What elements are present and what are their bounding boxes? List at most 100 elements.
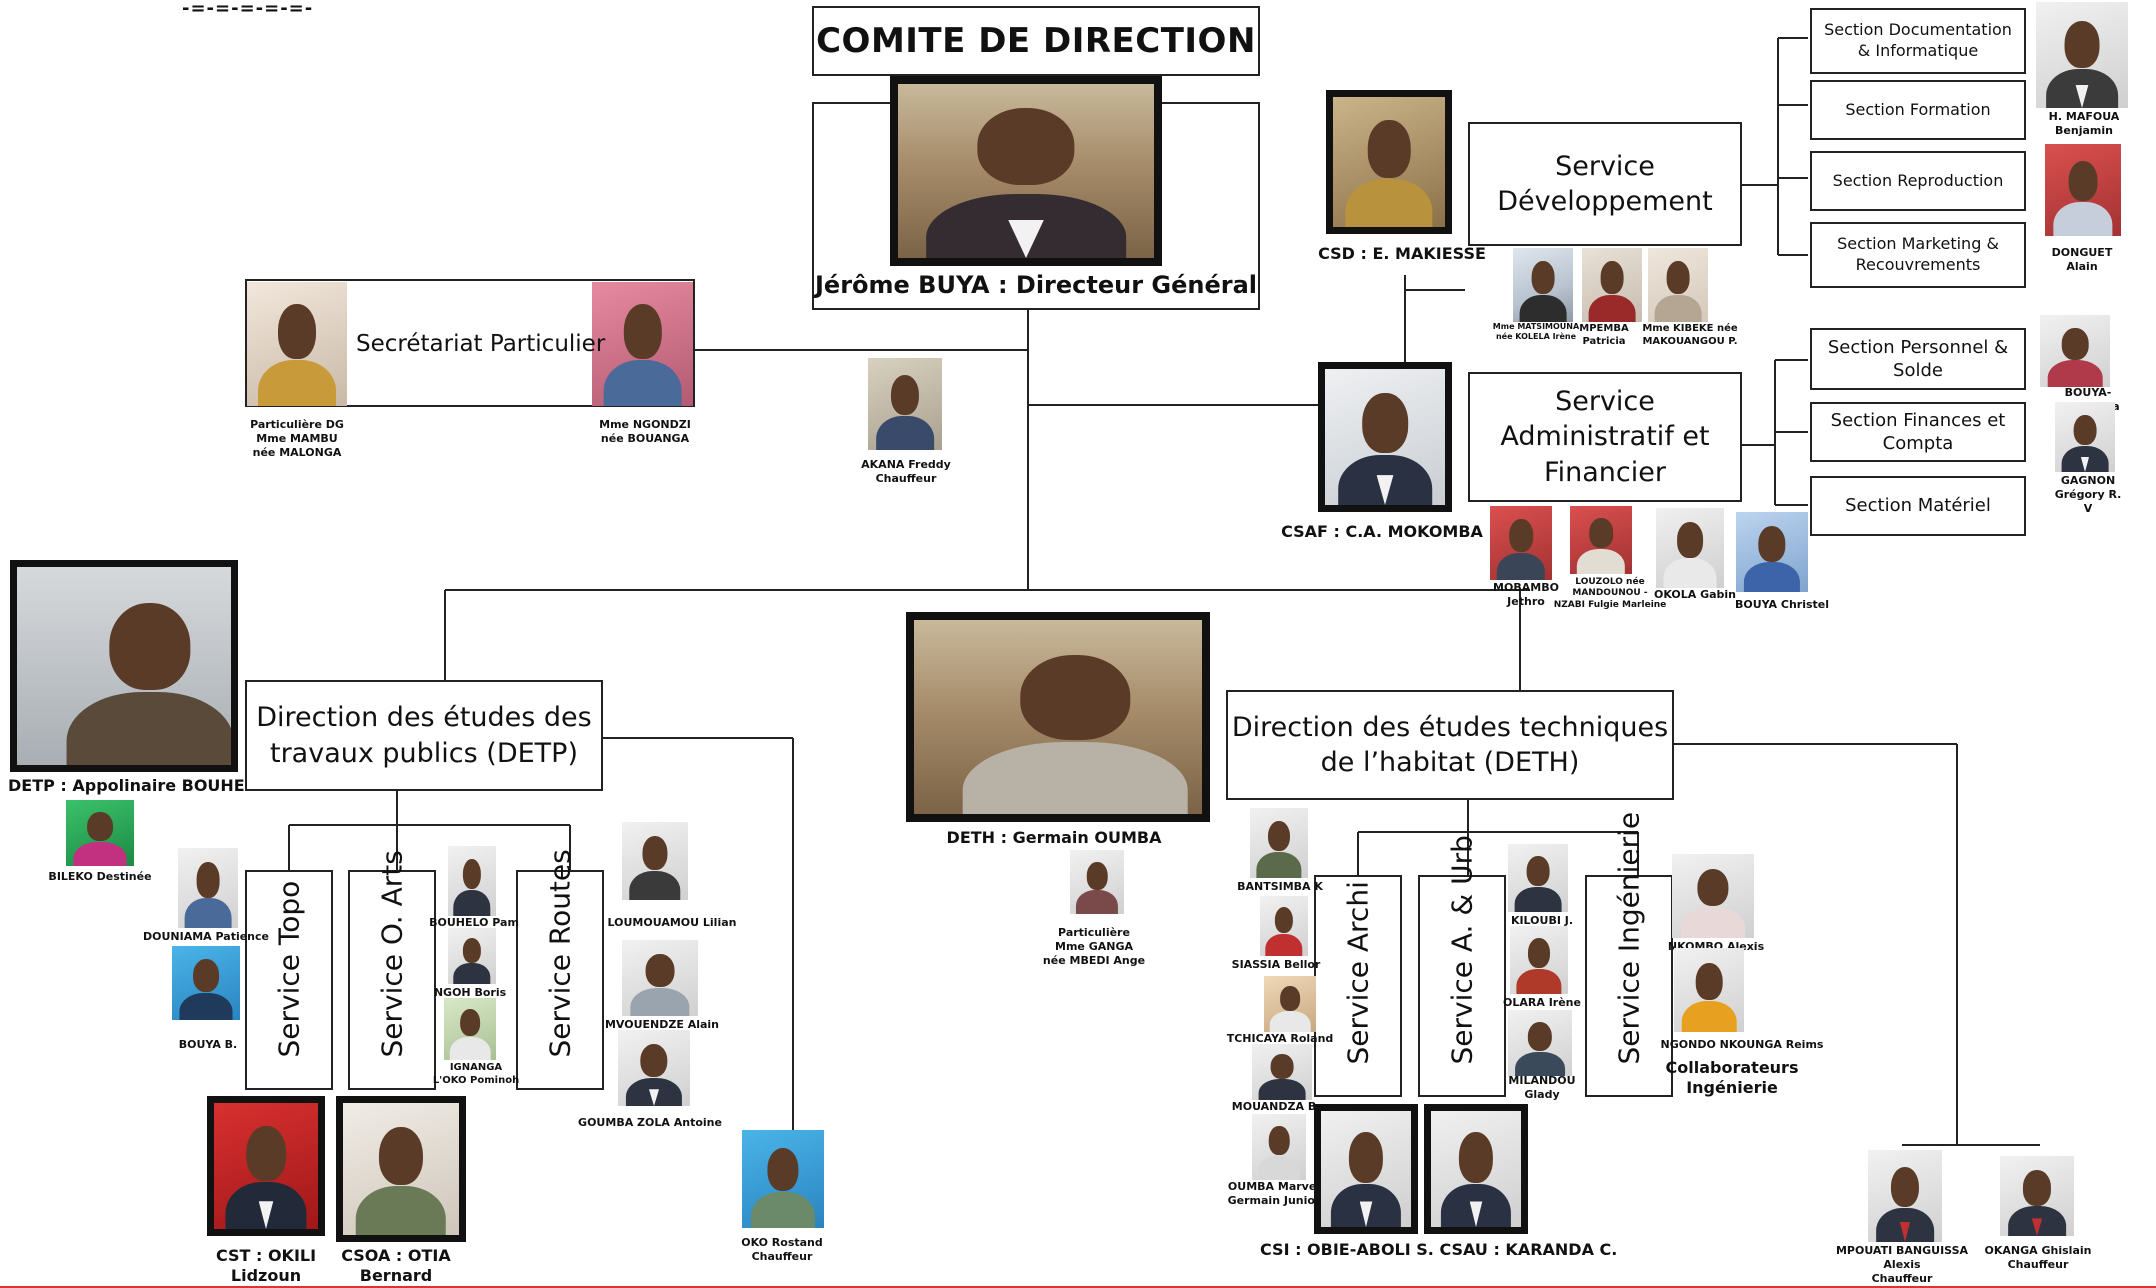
service-arts-box: Service O. Arts: [348, 850, 436, 1090]
bouya-dimi-photo: [2040, 315, 2110, 387]
section-personnel: Section Personnel & Solde: [1810, 328, 2026, 390]
ignanga-caption: IGNANGA L'OKO Pominoh: [432, 1062, 520, 1086]
collab-caption: Collaborateurs Ingénierie: [1665, 1058, 1799, 1097]
admin-staff-1-photo: [1490, 506, 1552, 580]
csd-caption: CSD : E. MAKIESSE: [1318, 244, 1486, 263]
mvouendze-caption: MVOUENDZE Alain: [604, 1018, 720, 1031]
ngoh-caption: NGOH Boris: [433, 986, 507, 999]
service-routes-label: Service Routes: [543, 849, 577, 1058]
admin-staff-3-caption: OKOLA Gabin: [1653, 588, 1737, 601]
service-routes-box: Service Routes: [516, 849, 604, 1090]
service-dev-box: Service Développement: [1468, 122, 1742, 246]
csi-photo: [1314, 1104, 1418, 1234]
olara-caption: OLARA Irène: [1503, 996, 1581, 1009]
bouhelo-pam-photo: [448, 846, 496, 916]
bouhelo-pam-caption: BOUHELO Pam: [429, 916, 519, 929]
section-documentation: Section Documentation & Informatique: [1810, 8, 2026, 74]
csoa-caption: CSOA : OTIA Bernard: [341, 1246, 451, 1285]
csd-photo: [1326, 90, 1452, 234]
detp-chief-photo: [10, 560, 238, 772]
kiloubi-photo: [1508, 844, 1568, 912]
chauffeur-dg-caption: AKANA Freddy Chauffeur: [861, 458, 951, 485]
mafoua-photo: [2036, 2, 2128, 108]
service-arts-label: Service O. Arts: [375, 850, 409, 1058]
ngoh-photo: [448, 928, 496, 984]
cst-photo: [207, 1096, 325, 1236]
csau-photo: [1424, 1104, 1528, 1234]
comite-title: COMITE DE DIRECTION: [812, 6, 1260, 76]
bileko-photo: [66, 800, 134, 866]
decorative-dashes: -=-=-=-=-=-: [182, 0, 314, 19]
admin-staff-3-photo: [1656, 508, 1724, 588]
nkombo-photo: [1672, 854, 1754, 938]
tchicaya-photo: [1264, 976, 1316, 1032]
gagnon-caption: GAGNON Grégory R. V: [2054, 474, 2122, 515]
csaf-photo: [1318, 362, 1452, 512]
oumba-marvel-caption: OUMBA Marvel Germain Junior: [1227, 1180, 1321, 1207]
mafoua-caption: H. MAFOUA Benjamin: [2048, 110, 2120, 137]
oumba-marvel-photo: [1252, 1114, 1306, 1180]
donguet-caption: DONGUET Alain: [2051, 246, 2113, 273]
bileko-caption: BILEKO Destinée: [48, 870, 152, 883]
section-reproduction: Section Reproduction: [1810, 151, 2026, 211]
deth-chief-photo: [906, 612, 1210, 822]
mouandza-photo: [1252, 1044, 1312, 1100]
okanga-photo: [2000, 1156, 2074, 1236]
service-ing-label: Service Ingénierie: [1612, 811, 1646, 1065]
douniama-photo: [178, 848, 238, 928]
detp-box: Direction des études des travaux publics…: [245, 680, 603, 791]
service-topo-box: Service Topo: [245, 870, 333, 1090]
service-archi-label: Service Archi: [1341, 881, 1375, 1065]
bouya-b-photo: [172, 946, 240, 1020]
cst-caption: CST : OKILI Lidzoun: [215, 1246, 317, 1285]
section-finances: Section Finances et Compta: [1810, 402, 2026, 462]
bouya-b-caption: BOUYA B.: [178, 1038, 238, 1051]
service-urb-label: Service A. & Urb: [1445, 835, 1479, 1065]
ngondo-caption: NGONDO NKOUNGA Reims: [1660, 1038, 1824, 1051]
service-archi-box: Service Archi: [1314, 875, 1402, 1097]
okanga-caption: OKANGA Ghislain Chauffeur: [1984, 1244, 2092, 1271]
ignanga-photo: [444, 998, 496, 1060]
admin-staff-2-photo: [1570, 506, 1632, 574]
admin-staff-2-caption: LOUZOLO née MANDOUNOU - NZABI Fulgie Mar…: [1553, 577, 1667, 610]
section-formation: Section Formation: [1810, 80, 2026, 140]
secretariat-label: Secrétariat Particulier: [356, 331, 606, 357]
service-ing-box: Service Ingénierie: [1585, 812, 1673, 1097]
milandou-caption: MILANDOU Glady: [1508, 1074, 1576, 1101]
oko-rostand-caption: OKO Rostand Chauffeur: [741, 1236, 823, 1263]
bantsimba-photo: [1250, 808, 1308, 878]
mpouati-photo: [1868, 1150, 1942, 1242]
siassia-photo: [1260, 896, 1308, 956]
csd-staff-1-photo: [1513, 248, 1573, 322]
dg-caption: Jérôme BUYA : Directeur Général: [814, 271, 1258, 299]
oko-rostand-photo: [742, 1130, 824, 1228]
mouandza-caption: MOUANDZA B: [1231, 1100, 1317, 1113]
mvouendze-photo: [622, 940, 698, 1016]
csd-staff-2-photo: [1582, 248, 1642, 322]
goumba-caption: GOUMBA ZOLA Antoine: [578, 1116, 722, 1129]
csd-staff-2-caption: MPEMBA Patricia: [1579, 323, 1629, 347]
mpouati-caption: MPOUATI BANGUISSA Alexis Chauffeur: [1835, 1244, 1969, 1285]
deth-box: Direction des études techniques de l’hab…: [1226, 690, 1674, 800]
ganga-caption: Particulière Mme GANGA née MBEDI Ange: [1042, 926, 1146, 967]
detp-chief-caption: DETP : Appolinaire BOUHELO: [8, 776, 268, 795]
admin-staff-4-caption: BOUYA Christel: [1734, 598, 1830, 611]
loumouamou-caption: LOUMOUAMOU Lilian: [607, 916, 737, 929]
ngondo-photo: [1674, 948, 1744, 1032]
bottom-red-rule: [0, 1286, 2156, 1288]
secretary-right-caption: Mme NGONDZI née BOUANGA: [599, 418, 691, 445]
secretary-right-photo: [592, 282, 693, 406]
kiloubi-caption: KILOUBI J.: [1510, 914, 1574, 927]
secretary-left-caption: Particulière DG Mme MAMBU née MALONGA: [250, 418, 344, 459]
gagnon-photo: [2055, 402, 2115, 472]
bantsimba-caption: BANTSIMBA K: [1237, 880, 1323, 893]
section-marketing: Section Marketing & Recouvrements: [1810, 222, 2026, 288]
service-topo-label: Service Topo: [272, 880, 306, 1058]
admin-staff-4-photo: [1736, 512, 1808, 592]
csd-staff-3-photo: [1648, 248, 1708, 322]
ganga-photo: [1070, 850, 1124, 914]
csi-csau-caption: CSI : OBIE-ABOLI S. CSAU : KARANDA C.: [1260, 1240, 1618, 1259]
loumouamou-photo: [622, 822, 688, 900]
olara-photo: [1510, 926, 1568, 994]
